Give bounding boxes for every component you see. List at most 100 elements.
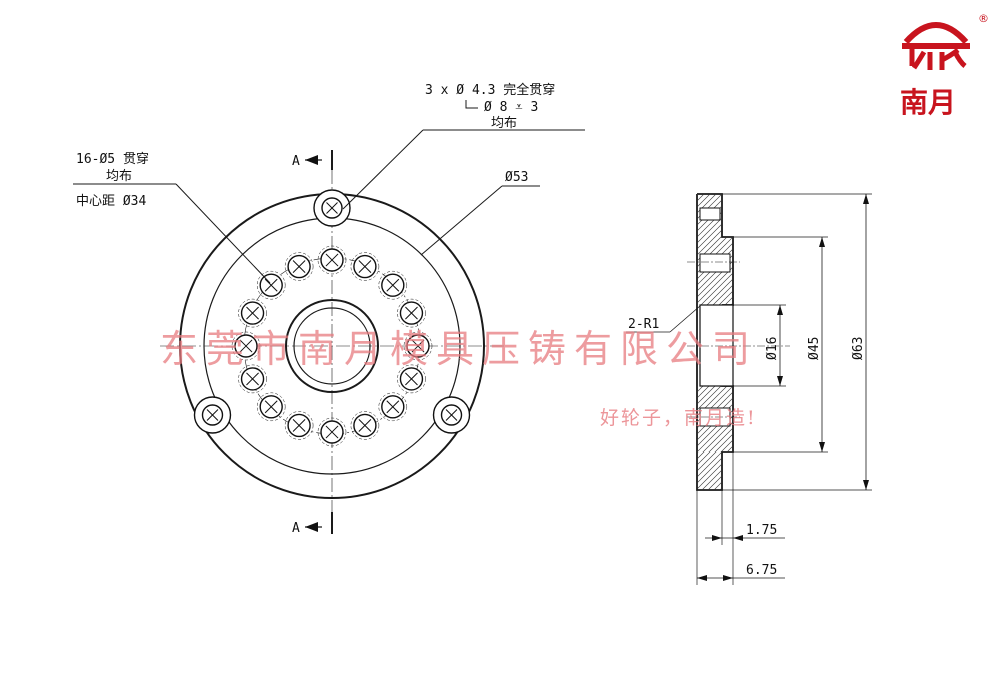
through-hole-outline	[317, 245, 347, 275]
through-hole	[381, 395, 405, 419]
hatch-line	[697, 194, 705, 202]
counterbore-symbol	[465, 100, 478, 109]
logo-registered: ®	[978, 12, 989, 25]
through-hole-outline	[317, 417, 347, 447]
hatch-line	[712, 284, 733, 305]
callout-holes-line2: 均布	[106, 169, 132, 184]
section-hole-top	[699, 253, 731, 273]
hatch-line	[701, 469, 722, 490]
through-hole-outline	[350, 411, 380, 440]
hatch-line	[697, 164, 722, 189]
through-hole-cross-b	[386, 400, 400, 414]
logo-text: 南月	[900, 86, 956, 119]
hatch-line	[697, 140, 722, 165]
through-hole	[287, 413, 311, 438]
hatch-line	[697, 386, 722, 411]
section-arrow-top-head	[305, 155, 318, 165]
hatch-line	[724, 296, 733, 305]
through-hole-cross-b	[264, 278, 278, 292]
counterbore-hole-cross-b	[445, 409, 458, 421]
through-hole-cross-b	[292, 419, 306, 432]
through-hole-outline	[238, 364, 267, 394]
through-hole-outline	[238, 298, 267, 328]
through-hole-cross-b	[405, 306, 418, 320]
hatch-line	[697, 452, 705, 460]
dim-63-arrow-bottom	[863, 480, 869, 490]
callout-holes-leader	[175, 183, 271, 284]
hatch-line	[697, 452, 717, 472]
hatch-line	[697, 457, 722, 484]
dim-675-arrow-left	[697, 575, 707, 581]
dia53-callout: Ø53	[420, 170, 540, 256]
hatch-line	[697, 266, 733, 304]
section-view: Ø63 Ø45 Ø16 1.75 6.75 2-R1	[626, 134, 872, 585]
hatch-line	[697, 237, 710, 250]
through-hole-cross-b	[239, 339, 253, 353]
through-hole-outline	[378, 270, 408, 300]
dim-16-arrow-top	[777, 305, 783, 315]
hatch-region	[697, 134, 722, 237]
hatch-line	[697, 494, 722, 519]
dim-175-arrow-left	[712, 535, 722, 541]
watermark-company: 东莞市南月模具压铸有限公司	[160, 327, 758, 371]
through-hole-outline	[231, 331, 261, 361]
hatch-line	[706, 278, 733, 305]
callout-dia53-leader	[420, 185, 503, 256]
hatch-line	[700, 272, 733, 305]
hatch-line	[697, 452, 711, 466]
dim-16-arrow-bottom	[777, 376, 783, 386]
hatch-line	[719, 487, 722, 490]
hatch-line	[697, 194, 699, 196]
section-arrow-bottom-head	[305, 522, 318, 532]
through-hole-cross-b	[358, 419, 372, 432]
hatch-line	[718, 290, 733, 305]
through-hole	[399, 367, 424, 391]
hatch-line	[697, 386, 716, 405]
logo-arch	[903, 22, 969, 45]
through-hole-outline	[397, 298, 426, 328]
dim-175-label: 1.75	[746, 523, 777, 538]
watermark-slogan: 好轮子，南月造!	[600, 407, 757, 429]
hatch-line	[707, 475, 722, 490]
callout-holes-line1: 16-Ø5 贯穿	[76, 151, 149, 167]
through-hole-cross-b	[358, 260, 372, 273]
through-hole-cross-b	[325, 425, 339, 439]
dim-45-arrow-top	[819, 237, 825, 247]
counterbore-hole-cross-b	[326, 202, 338, 214]
front-view: A A 3 x Ø 4.3 完全贯穿 Ø 8 ⩡ 3 均布 16-Ø5 贯穿 均…	[73, 82, 585, 536]
through-hole	[353, 413, 377, 438]
hatch-line	[697, 452, 699, 454]
brand-logo: ® 南月	[900, 12, 989, 119]
through-holes-16	[231, 245, 433, 447]
hatch-line	[697, 237, 716, 256]
through-hole-cross-b	[246, 306, 259, 320]
dim-63-arrow-top	[863, 194, 869, 204]
section-label-top: A	[292, 154, 300, 169]
through-hole-cross-b	[325, 253, 339, 267]
callout-counterbore-leader	[342, 129, 424, 210]
through-hole	[320, 420, 344, 444]
hatch-line	[713, 481, 722, 490]
hatch-line	[708, 427, 733, 452]
hatch-line	[697, 452, 722, 478]
through-hole	[406, 334, 430, 358]
hatch-region	[697, 452, 722, 519]
hatch-line	[697, 134, 722, 159]
callout-dia53: Ø53	[505, 170, 528, 185]
logo-glyph	[909, 46, 967, 70]
hatch-line	[697, 152, 722, 177]
hatch-line	[697, 146, 722, 171]
hatch-line	[697, 194, 711, 208]
through-hole-cross-b	[292, 260, 306, 273]
counterbore-holes-3	[193, 189, 471, 434]
through-hole-outline	[397, 364, 426, 394]
callout-counterbore-line1: 3 x Ø 4.3 完全贯穿	[425, 82, 555, 98]
through-hole-cross-b	[246, 372, 259, 386]
dim-675-arrow-right	[723, 575, 733, 581]
hatch-line	[720, 439, 733, 452]
hatch-line	[714, 229, 722, 237]
counterbore-hole	[321, 197, 343, 219]
through-hole	[259, 273, 283, 297]
hatch-line	[702, 421, 733, 452]
